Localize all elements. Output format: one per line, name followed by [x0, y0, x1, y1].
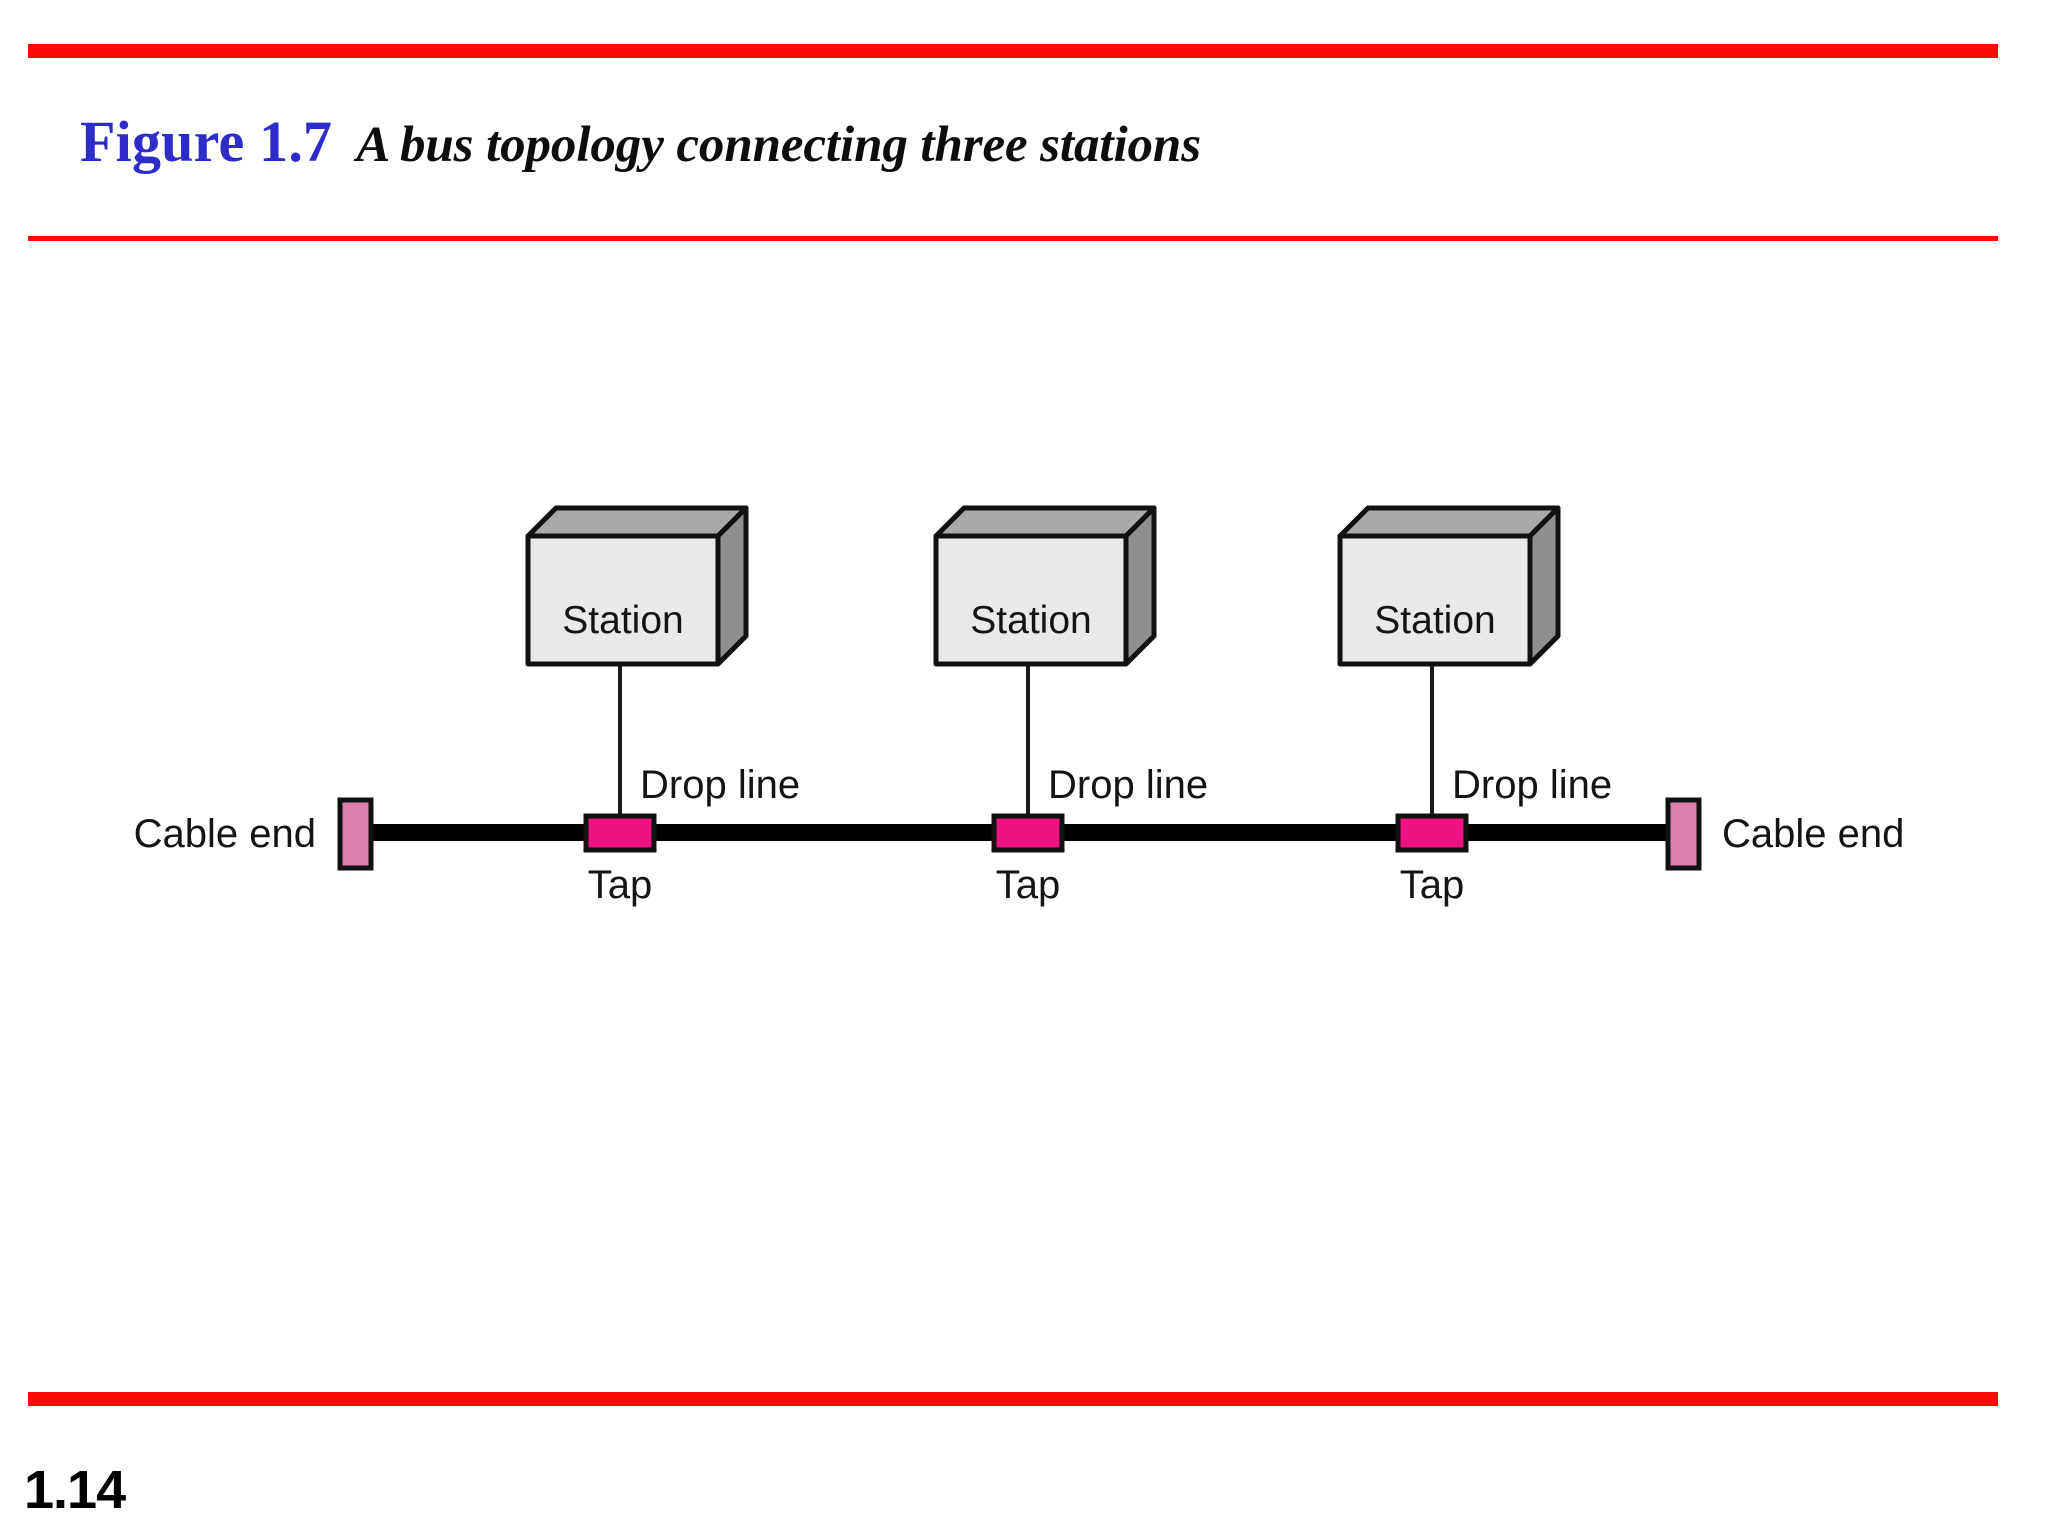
cable-end-right — [1665, 797, 1702, 871]
station-label-1: Station — [562, 599, 683, 642]
drop-line-label-1: Drop line — [640, 763, 800, 807]
bottom-thick-rule — [28, 1392, 1998, 1406]
cable-end-left-label: Cable end — [134, 812, 316, 856]
page-number: 1.14 — [24, 1460, 126, 1520]
top-thin-rule — [28, 236, 1998, 241]
top-thick-rule — [28, 44, 1998, 58]
figure-label: Figure 1.7 — [80, 109, 333, 174]
station-label-2: Station — [970, 599, 1091, 642]
tap-label-1: Tap — [588, 863, 653, 907]
drop-line-label-3: Drop line — [1452, 763, 1612, 807]
cable-end-left — [337, 797, 374, 871]
cable-end-right-label: Cable end — [1722, 812, 1904, 856]
tap-label-2: Tap — [996, 863, 1061, 907]
station-group-3: Station Drop line Tap — [1340, 508, 1612, 907]
tap-3 — [1395, 813, 1469, 853]
station-group-2: Station Drop line Tap — [936, 508, 1208, 907]
tap-2 — [991, 813, 1065, 853]
tap-label-3: Tap — [1400, 863, 1465, 907]
figure-caption: A bus topology connecting three stations — [356, 117, 1201, 173]
tap-1 — [583, 813, 657, 853]
station-group-1: Station Drop line Tap — [528, 508, 800, 907]
station-label-3: Station — [1374, 599, 1495, 642]
drop-line-label-2: Drop line — [1048, 763, 1208, 807]
